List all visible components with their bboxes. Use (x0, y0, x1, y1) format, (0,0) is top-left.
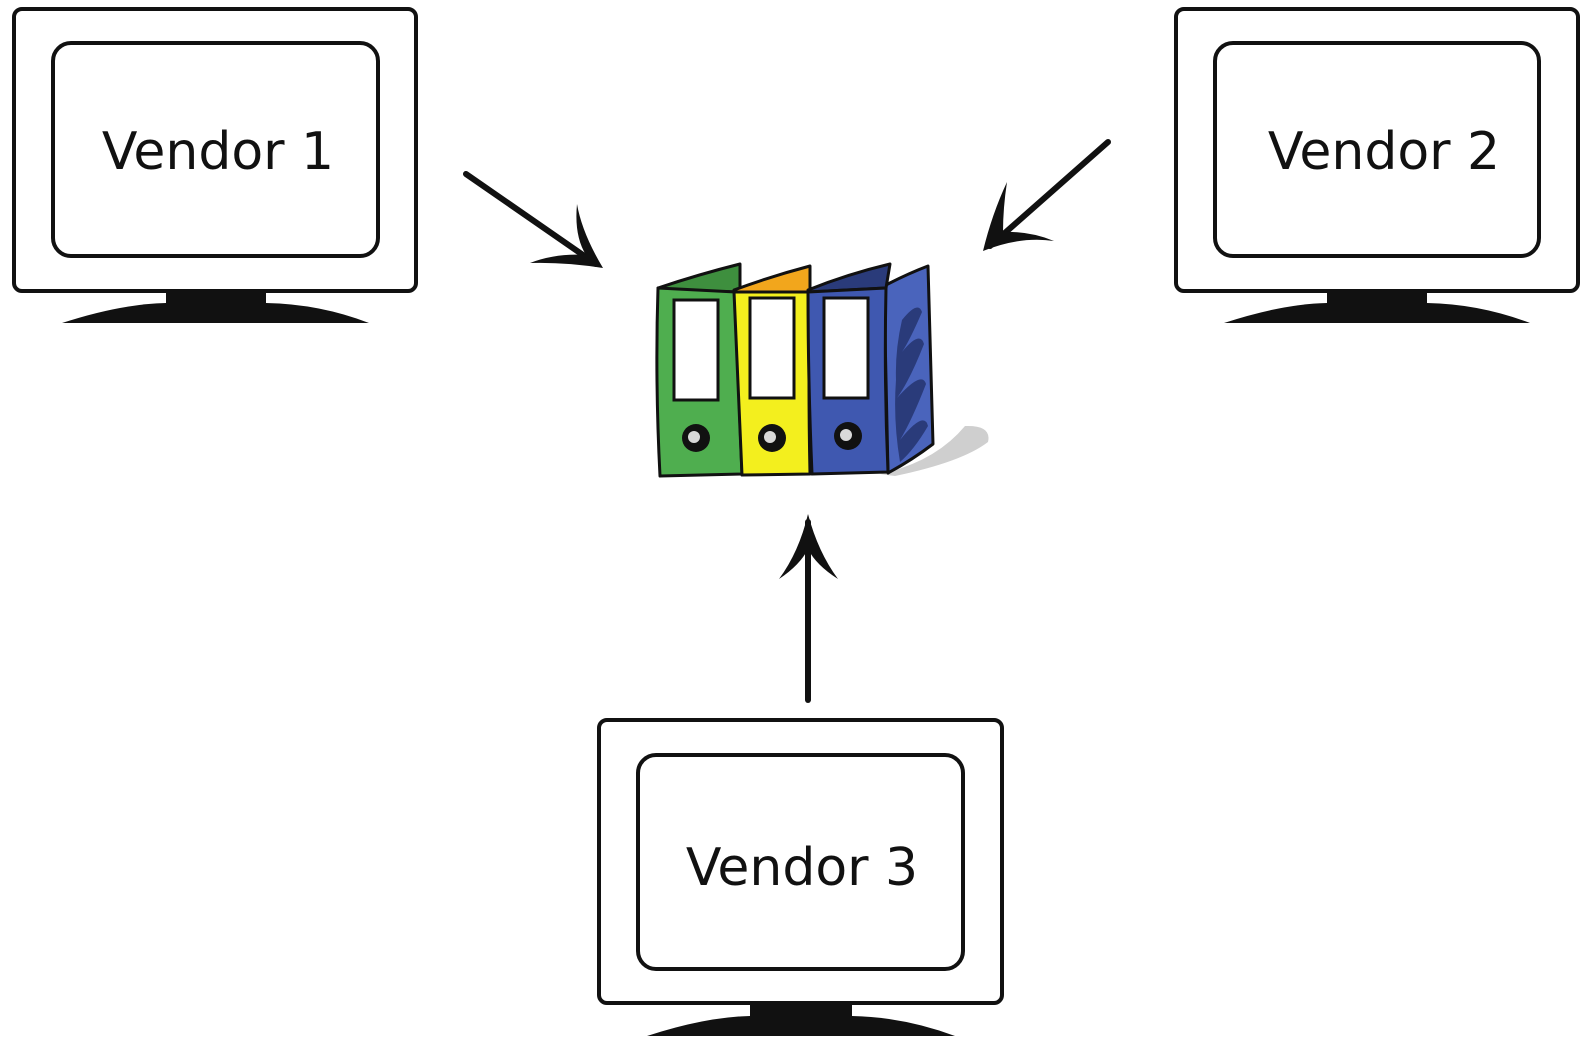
vendor-1-label: Vendor 1 (102, 122, 334, 182)
binder-blue-top (806, 262, 892, 294)
monitor-1-base (62, 303, 369, 323)
vendor-1-monitor: Vendor 1 (12, 7, 418, 323)
monitor-2-screen (1213, 41, 1541, 258)
monitor-2-base (1224, 303, 1530, 323)
arrow-vendor-2 (983, 139, 1111, 251)
arrow-2-shaft (987, 139, 1111, 249)
arrow-1-shaft (463, 171, 599, 267)
monitor-1-screen (51, 41, 380, 258)
monitor-3-neck (750, 1003, 852, 1019)
binder-green-ring-inner (688, 431, 700, 443)
monitor-2-neck (1327, 291, 1427, 305)
binder-yellow-label (748, 296, 796, 400)
arrow-vendor-1 (463, 171, 603, 268)
vendor-3-label: Vendor 3 (686, 838, 918, 898)
monitor-1-neck (166, 291, 266, 305)
arrow-1-head (530, 204, 603, 268)
monitor-3-base (647, 1016, 955, 1036)
binders-shadow (880, 425, 989, 476)
binder-blue-ring-inner (840, 429, 852, 441)
monitor-3-screen (636, 753, 965, 971)
binder-blue-label (822, 296, 870, 400)
vendor-2-monitor: Vendor 2 (1174, 7, 1580, 323)
vendor-2-label: Vendor 2 (1268, 122, 1500, 182)
binders-icon (655, 262, 989, 478)
arrow-2-head (983, 182, 1054, 251)
arrow-3-head (779, 514, 838, 579)
binder-green-top (656, 262, 742, 294)
binder-blue-side-texture (895, 307, 928, 462)
binder-yellow-ring-inner (764, 431, 776, 443)
binder-yellow-top (732, 264, 812, 294)
binder-green-label (672, 298, 720, 402)
arrow-vendor-3 (779, 514, 838, 703)
vendor-3-monitor: Vendor 3 (597, 718, 1004, 1036)
